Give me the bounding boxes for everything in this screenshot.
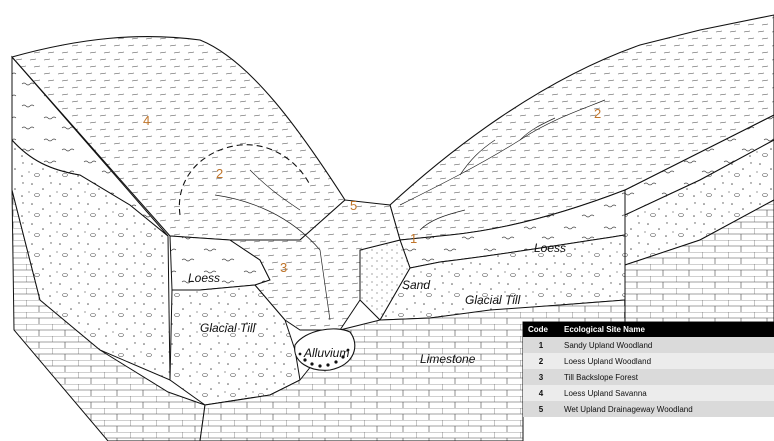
- site-code-label-5: 5: [350, 198, 357, 213]
- legend-site-name: Wet Upland Drainageway Woodland: [559, 401, 774, 417]
- legend-code: 5: [523, 401, 559, 417]
- site-code-label-4: 4: [143, 113, 150, 128]
- loess-label-right: Loess: [534, 241, 566, 255]
- legend-header-name: Ecological Site Name: [559, 322, 774, 337]
- legend-site-name: Till Backslope Forest: [559, 369, 774, 385]
- glacial-till-label-left: Glacial Till: [200, 321, 256, 335]
- site-code-label-2-right: 2: [594, 106, 601, 121]
- site-code-label-2-left: 2: [216, 166, 223, 181]
- sand-label: Sand: [402, 278, 430, 292]
- legend-code: 2: [523, 353, 559, 369]
- legend-code: 4: [523, 385, 559, 401]
- legend-row: 4 Loess Upland Savanna: [523, 385, 774, 401]
- ecological-site-legend: Code Ecological Site Name 1 Sandy Upland…: [523, 322, 774, 417]
- site-code-label-1: 1: [410, 231, 417, 246]
- legend-code: 3: [523, 369, 559, 385]
- legend-header-row: Code Ecological Site Name: [523, 322, 774, 337]
- legend-site-name: Loess Upland Woodland: [559, 353, 774, 369]
- legend-header-code: Code: [523, 322, 559, 337]
- legend-row: 3 Till Backslope Forest: [523, 369, 774, 385]
- loess-label-left: Loess: [188, 271, 220, 285]
- limestone-label: Limestone: [420, 352, 476, 366]
- legend-code: 1: [523, 337, 559, 353]
- legend-row: 2 Loess Upland Woodland: [523, 353, 774, 369]
- legend-site-name: Loess Upland Savanna: [559, 385, 774, 401]
- site-code-label-3: 3: [280, 260, 287, 275]
- legend-site-name: Sandy Upland Woodland: [559, 337, 774, 353]
- legend-row: 1 Sandy Upland Woodland: [523, 337, 774, 353]
- alluvium-label: Alluvium: [303, 346, 349, 360]
- glacial-till-label-right: Glacial Till: [465, 293, 521, 307]
- legend-row: 5 Wet Upland Drainageway Woodland: [523, 401, 774, 417]
